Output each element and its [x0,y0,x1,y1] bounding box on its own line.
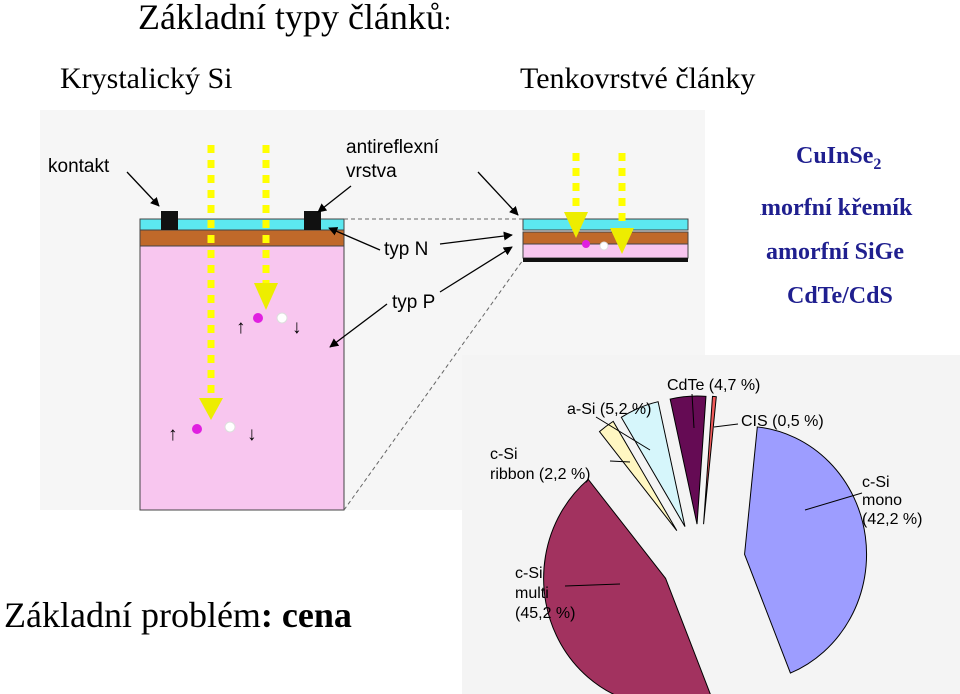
bottom-statement: Základní problém: cena [4,594,352,636]
crystalline-heading: Krystalický Si [60,62,233,95]
arrow-up-1: ↑ [236,317,246,338]
label-typ-n: typ N [384,239,428,260]
material-base: CuInSe [796,143,874,169]
arrow-down-2: ↓ [247,424,257,445]
pie-slice [598,420,678,531]
pie-slice [669,395,707,525]
label-typ-p: typ P [392,292,435,313]
hole [276,312,288,324]
antireflex-layer [139,218,345,231]
material-cuinse2: CuInSe2 [796,143,881,174]
n-type-layer [139,229,345,247]
slice-label: ribbon (2,2 %) [490,466,591,483]
pie-labels: c-Si mono (42,2 %) c-Si multi (45,2 %) c… [490,377,922,622]
material-amorphous-si: amorfní křemík [760,195,913,221]
electron [253,313,263,323]
page-title: Základní typy článků: [138,0,451,38]
slice-label: multi [515,585,549,602]
material-cdte-cds: CdTe/CdS [787,283,893,309]
label-kontakt: kontakt [48,156,110,177]
slice-label: (42,2 %) [862,511,922,528]
title-colon: : [443,6,452,35]
pointer-arrows [126,171,519,348]
light-ray-heads [199,212,634,420]
pie-slice [703,395,717,525]
slice-label: c-Si [515,565,543,582]
material-amorphous-sige: amorfní SiGe [766,239,904,265]
bottom-prefix: Základní problém [4,595,261,635]
thinfilm-heading: Tenkovrstvé články [520,62,756,95]
tf-back-contact [523,258,688,262]
zoom-line-bottom [343,259,524,511]
arrow-down-1: ↓ [292,317,302,338]
title-text: Základní typy článků [138,0,444,37]
pie-slice [543,478,711,694]
pie-leader-lines [564,393,863,587]
bottom-suffix: : cena [260,595,352,635]
slice-label: a-Si (5,2 %) [567,401,651,418]
hole [224,421,236,433]
slice-label: c-Si [490,446,518,463]
p-type-layer [139,245,345,511]
slice-label: mono [862,492,902,509]
slice-label: c-Si [862,474,890,491]
pie-chart [543,395,867,694]
materials-list: CuInSe2 amorfní křemík amorfní SiGe CdTe… [760,143,960,333]
slice-label: CdTe (4,7 %) [667,377,760,394]
tf-antireflex-layer [522,218,689,231]
pie-slice [744,426,867,674]
slice-label: (45,2 %) [515,605,575,622]
light-rays [207,145,626,402]
electron [582,240,590,248]
pie-slice [620,401,686,527]
label-antireflex-2: vrstva [346,161,397,182]
hole [599,241,609,251]
contact-right [304,211,321,230]
electron [192,424,202,434]
slice-label: CIS (0,5 %) [741,413,824,430]
contact-left [161,211,178,230]
arrow-up-2: ↑ [168,424,178,445]
material-subscript: 2 [873,155,882,173]
label-antireflex-1: antireflexní [346,137,440,158]
